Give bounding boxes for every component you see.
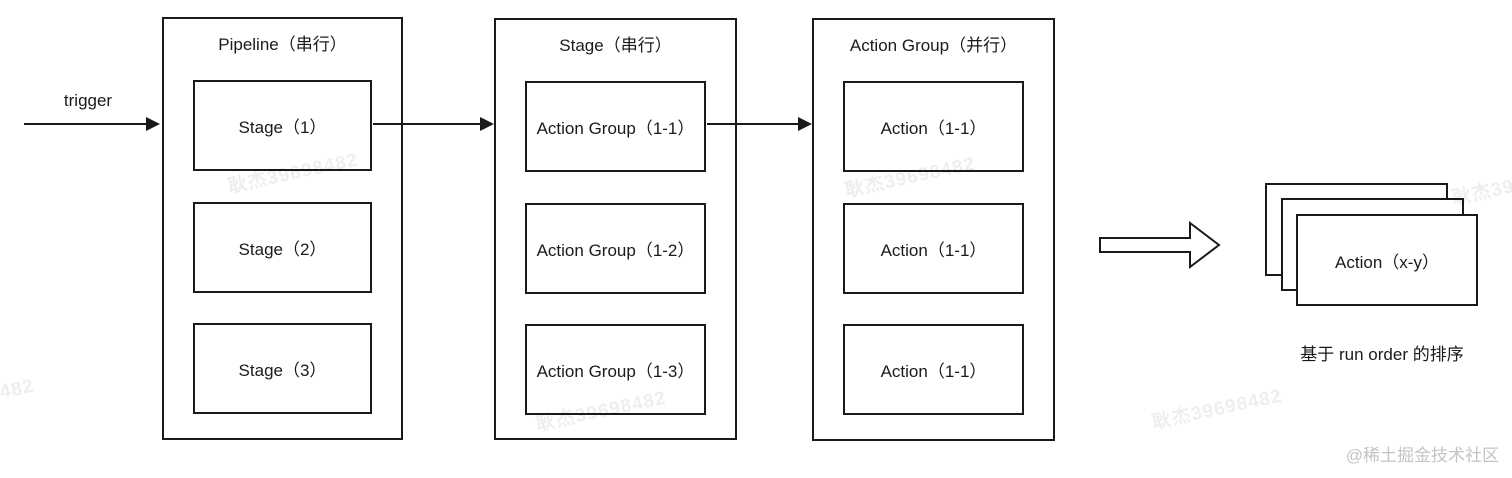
trigger-label: trigger [63, 91, 113, 110]
action-group-group-title: Action Group（并行） [849, 36, 1018, 55]
action-group-1-3-box: Action Group（1-3） [525, 324, 706, 415]
pipeline-group-title: Pipeline（串行） [218, 35, 347, 54]
action-group-arrow-head-icon [798, 117, 812, 131]
stage-arrow-head-icon [480, 117, 494, 131]
action-group-group-box: Action Group（并行） Action（1-1） Action（1-1）… [812, 18, 1055, 441]
action-1-box: Action（1-1） [843, 81, 1024, 172]
stage-group-title: Stage（串行） [559, 36, 672, 55]
action-group-1-1-box: Action Group（1-1） [525, 81, 706, 172]
stage-3-box: Stage（3） [193, 323, 372, 414]
action-group-1-2-box: Action Group（1-2） [525, 203, 706, 294]
big-hollow-arrow-icon [1099, 220, 1221, 270]
stage-group-box: Stage（串行） Action Group（1-1） Action Group… [494, 18, 737, 440]
trigger-arrow-head-icon [146, 117, 160, 131]
action-2-box: Action（1-1） [843, 203, 1024, 294]
juejin-community-credit: @稀土掘金技术社区 [1345, 446, 1499, 465]
run-order-caption: 基于 run order 的排序 [1300, 345, 1464, 364]
action-group-arrow-line [707, 123, 799, 125]
action-3-box: Action（1-1） [843, 324, 1024, 415]
stage-1-box: Stage（1） [193, 80, 372, 171]
trigger-arrow-line [24, 123, 147, 125]
stage-2-box: Stage（2） [193, 202, 372, 293]
result-card-front: Action（x-y） [1296, 214, 1478, 306]
pipeline-group-box: Pipeline（串行） Stage（1） Stage（2） Stage（3） [162, 17, 403, 440]
stage-arrow-line [373, 123, 481, 125]
watermark-text: 耿杰39698482 [0, 375, 37, 424]
watermark-text: 耿杰39698482 [1150, 385, 1285, 434]
